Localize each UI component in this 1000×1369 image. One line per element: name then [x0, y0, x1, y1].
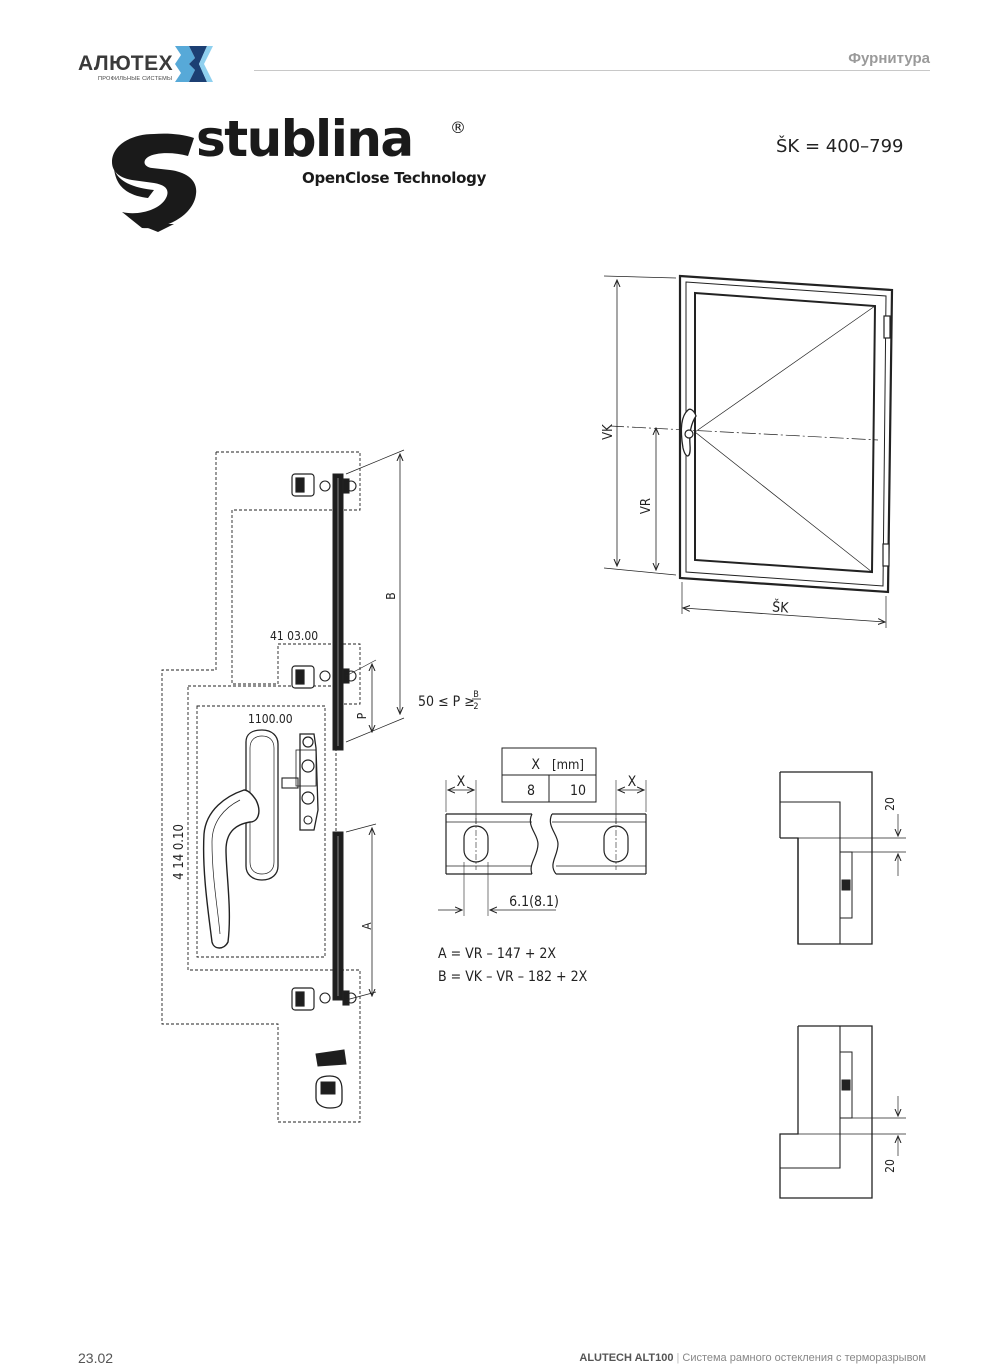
alutech-logo-mark-icon	[175, 46, 213, 82]
brand-name: АЛЮТЕХ	[78, 52, 174, 75]
table-cell: 10	[570, 783, 586, 799]
section-title: Фурнитура	[848, 50, 930, 67]
sash-width-range: ŠK = 400–799	[776, 136, 904, 157]
stublina-wordmark: stublina	[196, 110, 414, 168]
sk-label: ŠK	[772, 597, 790, 616]
x-left-label: X	[457, 774, 466, 790]
registered-mark: ®	[450, 118, 466, 137]
slot-width-label: 6.1(8.1)	[509, 894, 559, 910]
stublina-swirl-logo-icon	[112, 133, 197, 232]
section-detail-bottom	[779, 1025, 906, 1199]
section-detail-top	[779, 771, 906, 945]
part-gear-label: 4 14 0.10	[172, 824, 187, 880]
p-rule-denominator: 2	[473, 702, 478, 712]
hardware-assembly	[161, 449, 481, 1123]
p-rule-numerator: B	[473, 690, 479, 700]
top-offset-label: 20	[883, 797, 897, 811]
footer-separator: |	[676, 1352, 680, 1364]
table-header-unit: [mm]	[552, 758, 584, 773]
footer-product: ALUTECH ALT100	[579, 1352, 674, 1364]
vr-label: VR	[639, 498, 654, 514]
x-right-label: X	[628, 774, 637, 790]
part-middle-lock-label: 41 03.00	[270, 629, 318, 643]
dim-p-label: P	[355, 712, 369, 719]
p-rule-text: 50 ≤ P ≥	[418, 694, 475, 710]
bottom-offset-label: 20	[883, 1159, 897, 1173]
vk-label: VK	[601, 424, 616, 440]
footer-description: Система рамного остекления с терморазрыв…	[682, 1352, 926, 1364]
table-cell: 8	[527, 783, 535, 799]
part-handle-label: 1100.00	[248, 712, 293, 726]
table-header-x: X	[531, 757, 540, 773]
header-divider	[254, 70, 930, 71]
footer-product-line: ALUTECH ALT100|Система рамного остеклени…	[579, 1352, 926, 1364]
formula-a: A = VR – 147 + 2X	[438, 946, 556, 962]
formula-b: B = VK – VR – 182 + 2X	[438, 969, 588, 985]
page-number: 23.02	[78, 1350, 114, 1366]
brand-tagline: ПРОФИЛЬНЫЕ СИСТЕМЫ	[98, 76, 173, 82]
slot-detail	[438, 747, 647, 916]
dim-a-label: A	[360, 922, 374, 930]
dim-b-label: B	[384, 592, 398, 599]
window-elevation	[603, 274, 894, 628]
stublina-tagline: OpenClose Technology	[302, 169, 487, 187]
